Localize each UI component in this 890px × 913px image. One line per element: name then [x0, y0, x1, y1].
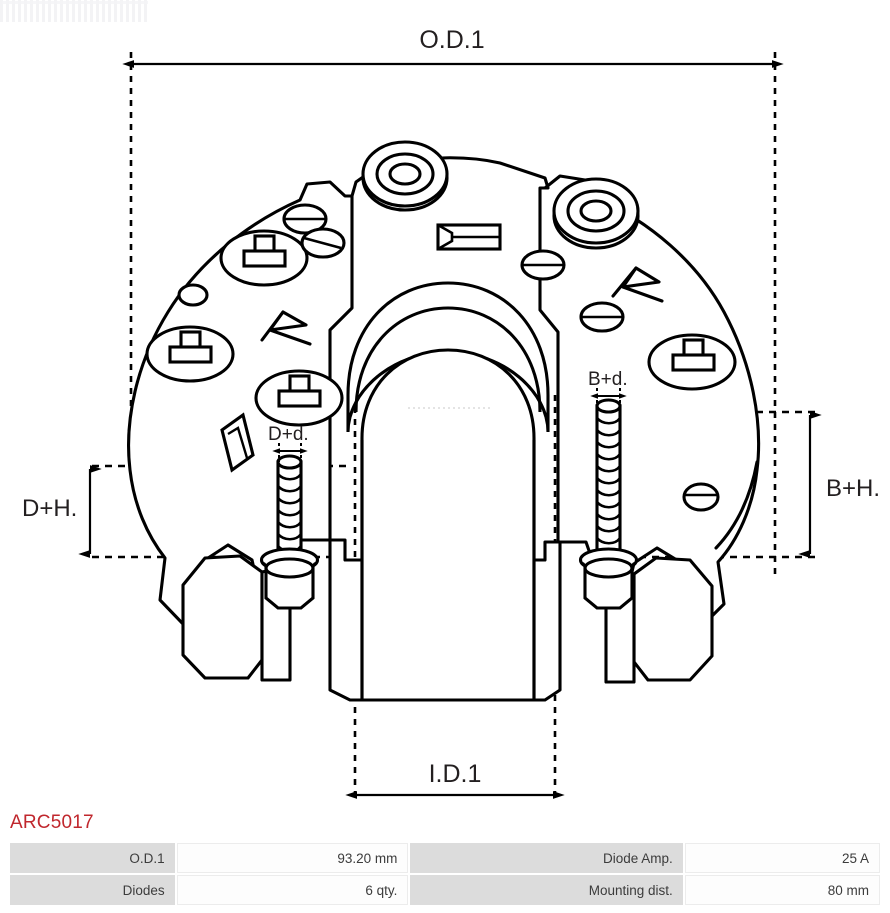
diode-1: [219, 229, 309, 287]
hole-right-bottom: [682, 482, 720, 512]
hole-right-upper: [520, 249, 566, 281]
dimension-d-plus-d: D+d.: [268, 424, 309, 462]
specification-table: O.D.1 93.20 mm Diode Amp. 25 A Diodes 6 …: [8, 841, 882, 907]
spec-label-diode-amp: Diode Amp.: [410, 843, 683, 873]
mounting-boss-right: [552, 177, 640, 250]
table-row: O.D.1 93.20 mm Diode Amp. 25 A: [10, 843, 880, 873]
stud-d-threads: [277, 473, 303, 553]
central-hub: [346, 281, 550, 702]
foot-right: [632, 556, 714, 682]
od1-label: O.D.1: [419, 26, 484, 54]
spec-label-od1: O.D.1: [10, 843, 175, 873]
d-plus-h-label: D+H.: [22, 495, 77, 522]
hole-small-left: [177, 283, 209, 307]
spec-label-diodes: Diodes: [10, 875, 175, 905]
holes-group: [177, 203, 720, 512]
d-plus-d-label: D+d.: [268, 424, 309, 445]
spec-label-mounting-dist: Mounting dist.: [410, 875, 683, 905]
b-plus-h-label: B+H.: [826, 475, 880, 502]
spec-value-diode-amp: 25 A: [684, 843, 880, 873]
emboss-arrow-left: [260, 310, 312, 346]
b-plus-d-label: B+d.: [588, 369, 628, 390]
hole-right-lower: [579, 301, 625, 333]
body-right-rim: [714, 460, 759, 550]
dimension-id1: I.D.1: [345, 395, 565, 800]
angled-slot: [220, 412, 255, 473]
hub-bore: [360, 348, 536, 702]
body-outline-right: [538, 174, 761, 630]
spec-value-diodes: 6 qty.: [176, 875, 409, 905]
mounting-bosses: [361, 140, 640, 250]
emboss-arrow-right: [611, 266, 664, 303]
hub-inner-ring: [354, 306, 542, 413]
stud-d-top: [276, 454, 303, 470]
hole-pair-top-left: [282, 203, 346, 259]
table-row: Diodes 6 qty. Mounting dist. 80 mm: [10, 875, 880, 905]
id1-label: I.D.1: [429, 760, 482, 788]
part-code-heading: ARC5017: [10, 812, 94, 833]
spec-value-mounting-dist: 80 mm: [684, 875, 880, 905]
spec-value-od1: 93.20 mm: [176, 843, 409, 873]
stud-b-nut-top: [583, 557, 634, 579]
rectangular-slot: [436, 223, 502, 251]
diode-2: [145, 325, 235, 383]
stud-b-terminal: [578, 398, 639, 610]
stud-b-top: [595, 398, 622, 414]
dimension-b-plus-d: B+d.: [588, 369, 628, 406]
technical-drawing: O.D.1 I.D.1 D+H. B+H.: [22, 26, 880, 800]
mounting-boss-left: [361, 140, 449, 212]
diode-group: [145, 229, 737, 427]
rectifier-drawing-svg: O.D.1 I.D.1 D+H. B+H.: [22, 26, 880, 800]
stud-d-nut-top: [264, 557, 315, 579]
foot-left: [181, 554, 264, 680]
dimension-od1: O.D.1: [122, 26, 784, 575]
diode-4: [647, 333, 737, 391]
diode-3: [254, 369, 344, 427]
